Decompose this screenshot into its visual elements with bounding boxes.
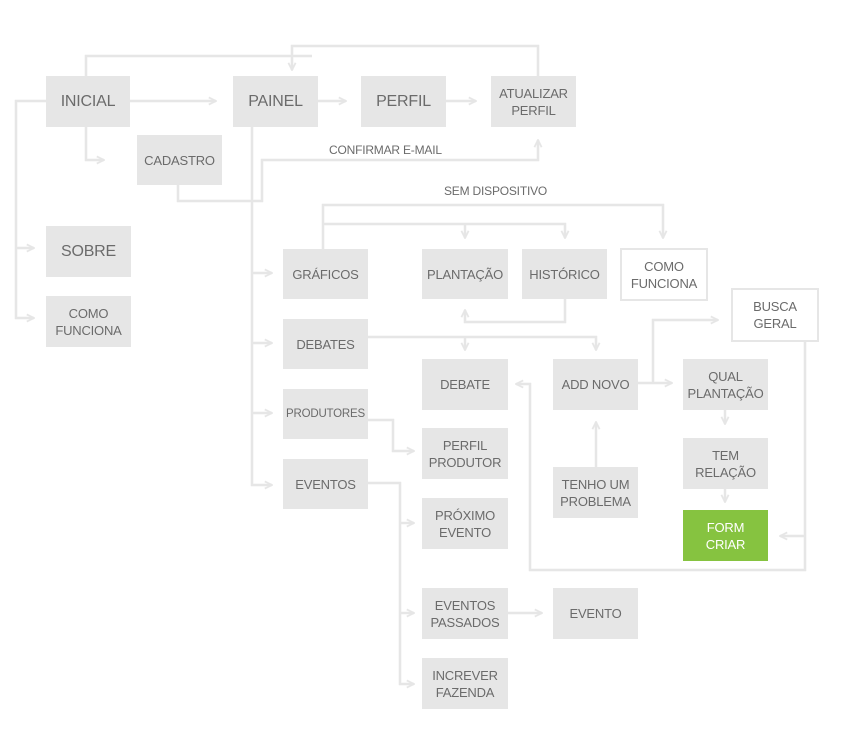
node-busca-geral: BUSCA GERAL <box>731 288 819 342</box>
edge-debates-bus <box>367 335 596 350</box>
label-sem-dispositivo: SEM DISPOSITIVO <box>444 184 548 198</box>
node-tem-relacao: TEM RELAÇÃO <box>683 438 768 489</box>
edge-graficos-bus <box>321 203 663 249</box>
edge-cadastro-atualizar <box>176 140 538 203</box>
edge-historico-plantacao <box>465 299 567 324</box>
node-cadastro: CADASTRO <box>137 135 222 185</box>
node-debate: DEBATE <box>422 359 508 410</box>
edge-produtores-perfil <box>367 418 414 451</box>
node-atualizar-perfil: ATUALIZAR PERFIL <box>491 76 576 127</box>
node-painel: PAINEL <box>233 76 318 127</box>
node-graficos: GRÁFICOS <box>283 249 368 299</box>
edge-eventos-bus <box>367 481 414 684</box>
node-plantacao: PLANTAÇÃO <box>422 249 508 299</box>
edge-painel-bus <box>250 127 272 485</box>
node-eventos-passados: EVENTOS PASSADOS <box>422 588 508 639</box>
edge-inicial-left <box>14 99 46 318</box>
edge-graficos-plantacao <box>323 222 565 238</box>
node-evento: EVENTO <box>553 588 638 639</box>
node-perfil: PERFIL <box>361 76 446 127</box>
edge-busca-loop <box>516 341 807 572</box>
node-produtores: PRODUTORES <box>283 389 368 439</box>
node-como-funciona-dispositivo: COMO FUNCIONA <box>620 248 708 301</box>
edge-inicial-top <box>84 54 312 76</box>
edge-inicial-cadastro <box>84 127 104 160</box>
node-debates: DEBATES <box>283 319 368 369</box>
node-form-criar: FORM CRIAR <box>683 510 768 561</box>
edge-atualizar-painel <box>292 44 540 76</box>
node-proximo-evento: PRÓXIMO EVENTO <box>422 498 508 549</box>
node-sobre: SOBRE <box>46 226 131 277</box>
label-confirmar-email: CONFIRMAR E-MAIL <box>329 143 442 157</box>
node-inicial: INICIAL <box>46 76 130 127</box>
node-tenho-um-problema: TENHO UM PROBLEMA <box>553 467 638 518</box>
node-historico: HISTÓRICO <box>522 249 607 299</box>
edge-addnovo-busca <box>651 320 718 383</box>
node-perfil-produtor: PERFIL PRODUTOR <box>422 428 508 479</box>
node-increver-fazenda: INCREVER FAZENDA <box>422 658 508 709</box>
node-add-novo: ADD NOVO <box>553 359 638 410</box>
node-eventos: EVENTOS <box>283 459 368 509</box>
node-como-funciona: COMO FUNCIONA <box>46 296 131 347</box>
node-qual-plantacao: QUAL PLANTAÇÃO <box>683 359 768 410</box>
